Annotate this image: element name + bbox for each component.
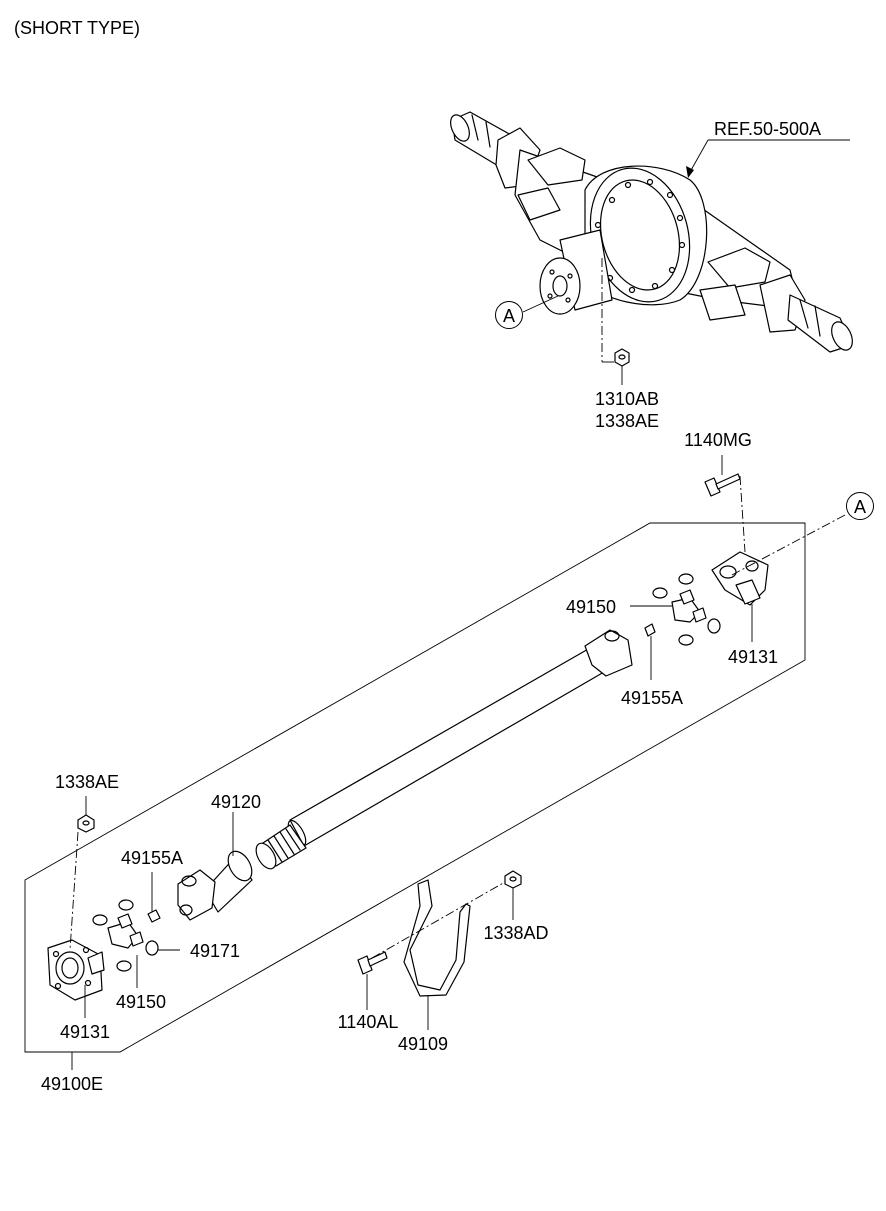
label-1140mg: 1140MG [684, 430, 752, 450]
flange-yoke-right [711, 551, 769, 642]
label-1310ab: 1310AB [594, 389, 660, 409]
label-1140al: 1140AL [337, 1012, 399, 1032]
label-49150-left: 49150 [115, 992, 167, 1012]
label-49155a-left: 49155A [120, 848, 184, 868]
label-49155a-right: 49155A [620, 688, 684, 708]
label-49131-left: 49131 [59, 1022, 111, 1042]
spider-right [630, 573, 721, 646]
page-title: (SHORT TYPE) [14, 18, 141, 38]
label-49150-right: 49150 [566, 597, 617, 617]
label-49131-right: 49131 [727, 647, 779, 667]
spider-left [92, 899, 180, 988]
flange-yoke-left [47, 939, 105, 1018]
label-49120: 49120 [210, 792, 262, 812]
label-1338ae-top: 1338AE [594, 411, 660, 431]
callout-a-axle-leader [522, 295, 559, 313]
callout-a-flange: A [846, 492, 874, 520]
bracket-49109 [371, 877, 513, 1030]
ref-leader [686, 139, 850, 178]
nut-1338ad [504, 870, 522, 920]
assembly-outline [24, 522, 806, 1053]
spline-stub [255, 824, 307, 870]
nut-icon [614, 348, 630, 367]
rear-axle-housing [450, 111, 853, 353]
nut-1310ab-group [601, 258, 630, 385]
nut-1338ae-left [69, 796, 95, 951]
label-49109: 49109 [397, 1034, 449, 1054]
label-49171: 49171 [190, 941, 241, 961]
ref-label: REF.50-500A [714, 119, 822, 139]
bolt-1140mg [704, 455, 746, 553]
slip-yoke-49120 [177, 812, 253, 921]
bolt-1140al [357, 951, 388, 1010]
label-49100e: 49100E [40, 1074, 104, 1094]
label-1338ad: 1338AD [483, 923, 549, 943]
grease-fitting-left [147, 872, 161, 923]
callout-a-flange-leader [729, 514, 846, 577]
grease-fitting-right [644, 623, 656, 680]
callout-a-axle: A [495, 301, 523, 329]
propeller-shaft-tube [287, 629, 633, 847]
label-1338ae-left: 1338AE [54, 772, 120, 792]
